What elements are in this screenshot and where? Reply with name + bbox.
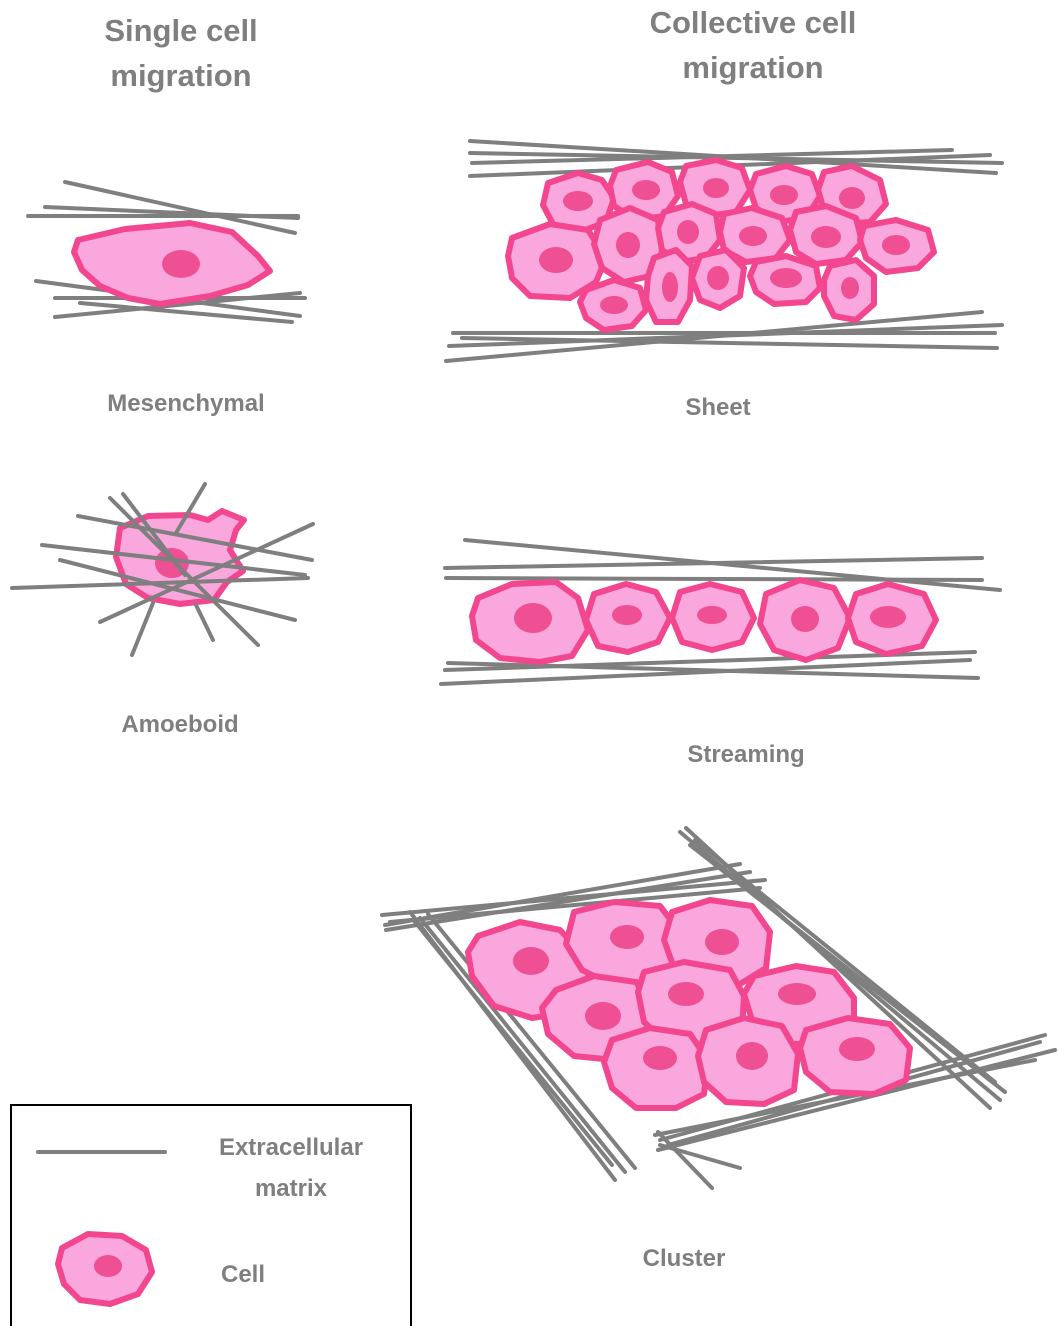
mesenchymal-illustration: [28, 182, 305, 322]
legend: Extracellular matrix Cell: [11, 1105, 411, 1326]
collective-header-line-2: migration: [682, 50, 823, 85]
sheet-cell: [824, 260, 874, 320]
sheet-cell: [646, 250, 692, 322]
streaming-cell: [586, 584, 670, 652]
legend-ecm-label-line-2: matrix: [255, 1175, 328, 1202]
single-cell-header-line-2: migration: [110, 58, 251, 93]
cluster-label: Cluster: [643, 1245, 726, 1272]
sheet-label: Sheet: [685, 394, 750, 421]
legend-cell-label: Cell: [221, 1261, 265, 1288]
streaming-cell: [760, 580, 850, 660]
legend-ecm-label-line-1: Extracellular: [219, 1134, 363, 1161]
streaming-cell: [472, 582, 588, 662]
amoeboid-label: Amoeboid: [121, 711, 238, 738]
sheet-cell: [860, 220, 934, 272]
streaming-label: Streaming: [687, 741, 804, 768]
cluster-illustration: [382, 828, 1055, 1188]
amoeboid-illustration: [12, 484, 313, 655]
sheet-cell: [790, 206, 862, 264]
collective-header-line-1: Collective cell: [650, 5, 857, 40]
cluster-cell: [698, 1018, 798, 1104]
cluster-cell: [800, 1018, 910, 1094]
mesenchymal-label: Mesenchymal: [107, 390, 264, 417]
streaming-cell: [848, 584, 936, 654]
single-cell-header-line-1: Single cell: [104, 13, 257, 48]
cluster-cell: [604, 1028, 708, 1108]
streaming-illustration: [441, 540, 1000, 684]
sheet-cell: [580, 280, 646, 330]
sheet-illustration: [446, 141, 1002, 361]
streaming-cell: [672, 584, 754, 650]
sheet-cell: [750, 256, 820, 304]
legend-cell-icon: [58, 1234, 152, 1304]
sheet-cell: [692, 250, 744, 308]
